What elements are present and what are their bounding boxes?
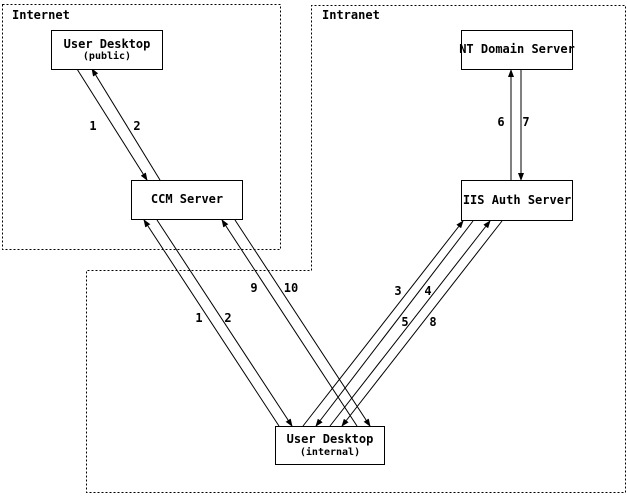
- internet-zone-label: Internet: [12, 8, 70, 22]
- node-user-desktop-internal: User Desktop (internal): [275, 426, 385, 465]
- flow-label-2-internal: 2: [224, 311, 232, 325]
- node-subtitle: (public): [82, 51, 132, 63]
- node-nt-domain-server: NT Domain Server: [459, 30, 575, 70]
- node-iis-auth-server: IIS Auth Server: [461, 180, 573, 221]
- flow-label-7: 7: [522, 115, 530, 129]
- node-ccm-server: CCM Server: [131, 180, 243, 220]
- node-title: CCM Server: [150, 192, 224, 207]
- intranet-zone-label: Intranet: [322, 8, 380, 22]
- node-title: User Desktop: [63, 36, 151, 51]
- flow-label-1-public: 1: [89, 119, 97, 133]
- node-title: IIS Auth Server: [462, 192, 572, 207]
- flow-label-2-public: 2: [133, 119, 141, 133]
- flow-label-6: 6: [497, 115, 505, 129]
- internet-zone-outline: [2, 4, 281, 250]
- arrow-2-ccm-to-internal-desktop: [156, 219, 293, 427]
- flow-label-3: 3: [394, 284, 402, 298]
- arrow-8-iis-to-internal-desktop: [341, 220, 503, 427]
- flow-label-9: 9: [250, 281, 258, 295]
- flow-label-4: 4: [424, 284, 432, 298]
- node-user-desktop-public: User Desktop (public): [51, 30, 163, 70]
- node-title: NT Domain Server: [459, 42, 575, 57]
- arrow-9-internal-desktop-to-ccm: [221, 219, 358, 427]
- node-subtitle: (internal): [299, 446, 361, 458]
- node-title: User Desktop: [286, 432, 374, 447]
- flow-label-1-internal: 1: [195, 311, 203, 325]
- arrow-2-ccm-to-public-desktop: [91, 68, 161, 181]
- flow-label-10: 10: [283, 281, 299, 295]
- arrow-1-public-desktop-to-ccm: [76, 68, 148, 181]
- arrow-5-internal-desktop-to-iis: [329, 220, 491, 427]
- arrow-10-ccm-to-internal-desktop: [234, 219, 371, 427]
- arrow-4-iis-to-internal-desktop: [315, 220, 474, 427]
- arrow-3-internal-desktop-to-iis: [302, 220, 464, 427]
- flow-label-5: 5: [401, 315, 409, 329]
- flow-label-8: 8: [429, 315, 437, 329]
- intranet-zone-outline: [86, 5, 626, 493]
- arrow-1-internal-desktop-to-ccm: [143, 219, 280, 427]
